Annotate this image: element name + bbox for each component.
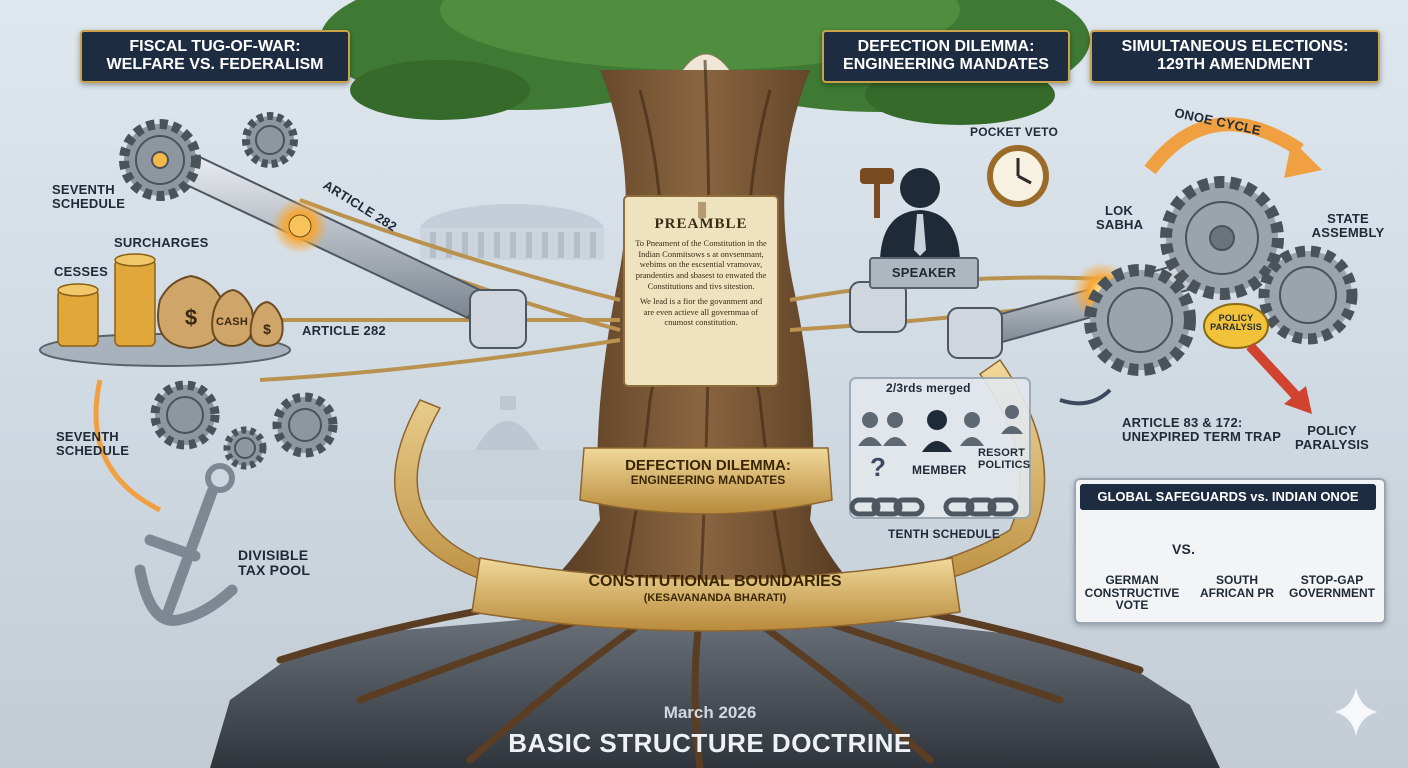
money-bag-icon <box>157 274 284 350</box>
label-policy-paralysis: Policy Paralysis <box>1294 423 1370 452</box>
label-article-83-172: Article 83 & 172: Unexpired Term Trap <box>1122 416 1281 443</box>
footer-date: March 2026 <box>663 703 757 722</box>
boundaries-banner-text: Constitutional Boundaries (Kesavananda B… <box>500 573 930 604</box>
fiscal-title-line1: Fiscal Tug-of-War: <box>129 38 301 55</box>
coin-stack-icon <box>57 253 156 347</box>
svg-text:$: $ <box>185 305 197 330</box>
label-south-african-pr: South African PR <box>1200 573 1274 600</box>
gear-icon <box>272 392 338 458</box>
boundaries-banner-line1: Constitutional Boundaries <box>588 573 842 590</box>
arrow-icon <box>93 379 162 513</box>
clock-icon <box>987 145 1049 207</box>
rock-base <box>210 612 1220 768</box>
label-speaker: Speaker <box>891 265 957 280</box>
simultaneous-title-line1: Simultaneous Elections: <box>1121 38 1349 55</box>
label-lok-sabha: Lok Sabha <box>1096 203 1144 232</box>
label-vs: VS. <box>1172 541 1196 557</box>
boundaries-banner <box>471 557 961 632</box>
defection-banner-text: Defection Dilemma: Engineering Mandates <box>588 458 828 486</box>
speaker-silhouette-icon <box>880 168 960 260</box>
label-article-282: Article 282 <box>302 323 386 338</box>
label-question-mark: ? <box>870 452 887 482</box>
label-seventh-schedule-top: Seventh Schedule <box>52 182 126 211</box>
arrow-icon <box>1059 388 1112 406</box>
label-stop-gap-government: Stop-Gap Government <box>1288 573 1375 600</box>
label-divisible-tax-pool: Divisible Tax Pool <box>238 547 311 578</box>
anchor-icon <box>134 463 238 626</box>
label-resort-politics: Resort Politics <box>978 447 1031 471</box>
label-state-assembly: State Assembly <box>1311 211 1385 240</box>
label-seventh-schedule-bottom: Seventh Schedule <box>56 429 130 458</box>
onoe-cycle-arrow <box>1144 117 1304 175</box>
label-article-83-172-line2: Unexpired Term Trap <box>1122 428 1282 444</box>
global-safeguards-box: GLOBAL SAFEGUARDS vs. INDIAN ONOE VS. Ge… <box>1074 478 1386 624</box>
label-cesses: Cesses <box>54 264 108 279</box>
preamble-text: PREAMBLE To Pneament of the Constitution… <box>628 198 774 380</box>
svg-text:$: $ <box>263 321 271 337</box>
gear-icon <box>242 112 298 168</box>
sparkle-icon <box>1334 688 1378 736</box>
gear-icon <box>1258 245 1358 345</box>
label-pocket-veto: Pocket Veto <box>970 125 1058 139</box>
label-surcharges: Surcharges <box>114 235 209 250</box>
defection-title-line1: Defection Dilemma: <box>857 38 1035 55</box>
defection-title-line2: Engineering Mandates <box>843 56 1049 74</box>
label-member: Member <box>912 463 967 477</box>
footer-title: Basic Structure Doctrine <box>508 728 912 758</box>
label-article-83-172-line1: Article 83 & 172: <box>1122 415 1243 430</box>
policy-paralysis-badge <box>1203 303 1269 349</box>
tree-canopy <box>320 0 1090 125</box>
label-tenth-schedule: Tenth Schedule <box>888 527 1001 541</box>
label-two-thirds-merged: 2/3rds merged <box>886 381 971 395</box>
defection-panel-title: Defection Dilemma: Engineering Mandates <box>822 30 1070 83</box>
label-policy-paralysis-gear: Policy Paralysis <box>1210 313 1262 333</box>
boundaries-banner-line2: (Kesavananda Bharati) <box>643 591 787 604</box>
defection-banner <box>579 447 833 515</box>
simultaneous-title-line2: 129TH Amendment <box>1157 56 1313 74</box>
people-group-icon <box>858 405 1023 452</box>
global-safeguards-title: GLOBAL SAFEGUARDS vs. INDIAN ONOE <box>1080 484 1376 510</box>
fiscal-panel-title: Fiscal Tug-of-War: Welfare vs. Federalis… <box>80 30 350 83</box>
parliament-icon <box>420 204 604 260</box>
simultaneous-panel-title: Simultaneous Elections: 129TH Amendment <box>1090 30 1380 83</box>
gear-icon <box>223 426 267 470</box>
label-cash: Cash <box>216 316 248 328</box>
chain-icon <box>849 497 1019 517</box>
preamble-heading: PREAMBLE <box>654 216 748 232</box>
preamble-body-1: To Pneament of the Constitution in the I… <box>635 238 767 291</box>
gear-icon <box>1160 176 1284 300</box>
defection-banner-line2: Engineering Mandates <box>630 472 786 487</box>
preamble-body-2: We lead is a fior the govanment and are … <box>639 296 763 328</box>
defection-banner-line1: Defection Dilemma: <box>625 457 791 474</box>
gavel-icon <box>860 168 894 218</box>
gear-icon <box>150 380 220 450</box>
label-german-constructive-vote: German Constructive Vote <box>1084 573 1180 613</box>
gear-icon <box>119 119 201 201</box>
robot-arm-icon <box>170 148 527 349</box>
preamble-scroll <box>623 195 779 387</box>
gear-icon <box>1084 264 1196 376</box>
arrow-icon <box>1246 342 1304 404</box>
speaker-podium <box>869 257 979 289</box>
fiscal-title-line2: Welfare vs. Federalism <box>106 56 324 74</box>
supreme-court-icon <box>400 396 610 500</box>
